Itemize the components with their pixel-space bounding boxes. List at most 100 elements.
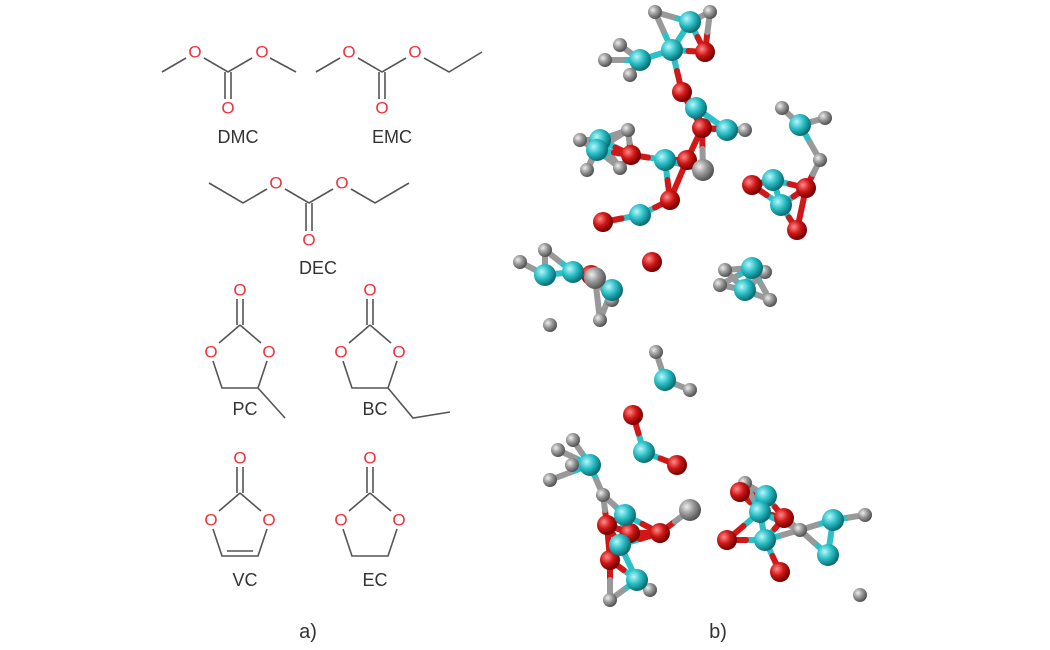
oxygen-atom <box>672 82 692 102</box>
hydrogen-atom <box>648 5 662 19</box>
oxygen-atom: O <box>233 449 246 468</box>
carbon-atom <box>534 264 556 286</box>
molecule-pc: O O O PC <box>204 281 286 419</box>
oxygen-atom: O <box>408 43 421 62</box>
oxygen-atom <box>692 118 712 138</box>
oxygen-atom: O <box>302 231 315 250</box>
oxygen-atom: O <box>262 343 275 362</box>
molecule-dmc: O O O DMC <box>161 43 297 147</box>
carbon-atom <box>654 149 676 171</box>
hydrogen-atom <box>813 153 827 167</box>
carbon-atom <box>601 279 623 301</box>
oxygen-atom <box>730 482 750 502</box>
hydrogen-atom <box>603 593 617 607</box>
oxygen-atom <box>621 145 641 165</box>
molecule-label: DMC <box>218 127 259 147</box>
carbon-atom <box>754 529 776 551</box>
carbon-atom <box>762 169 784 191</box>
carbon-atom <box>822 509 844 531</box>
carbon-atom <box>789 114 811 136</box>
oxygen-atom <box>597 515 617 535</box>
oxygen-atom: O <box>334 343 347 362</box>
hydrogen-atom <box>775 101 789 115</box>
carbon-atom <box>749 501 771 523</box>
oxygen-atom: O <box>342 43 355 62</box>
hydrogen-atom <box>543 318 557 332</box>
oxygen-atom <box>650 523 670 543</box>
oxygen-atom <box>660 190 680 210</box>
hydrogen-atom <box>566 433 580 447</box>
oxygen-atom: O <box>204 511 217 530</box>
hydrogen-atom <box>513 255 527 269</box>
hydrogen-atom <box>853 588 867 602</box>
panel-a-label: a) <box>299 621 317 643</box>
oxygen-atom: O <box>392 511 405 530</box>
oxygen-atom: O <box>363 449 376 468</box>
oxygen-atom <box>593 212 613 232</box>
molecule-label: DEC <box>299 258 337 278</box>
hydrogen-atom <box>580 163 594 177</box>
carbon-atom <box>614 504 636 526</box>
molecule-label: BC <box>362 399 387 419</box>
oxygen-atom: O <box>255 43 268 62</box>
hydrogen-atom <box>538 243 552 257</box>
panel-b-label: b) <box>709 621 727 643</box>
hydrogen-atom <box>763 293 777 307</box>
hydrogen-atom <box>621 123 635 137</box>
oxygen-atom: O <box>221 99 234 118</box>
oxygen-atom: O <box>269 174 282 193</box>
oxygen-atom: O <box>375 99 388 118</box>
oxygen-atom <box>742 175 762 195</box>
oxygen-atom <box>642 252 662 272</box>
molecule-label: VC <box>232 570 257 590</box>
carbon-atom <box>562 261 584 283</box>
hydrogen-atom <box>683 383 697 397</box>
ball-and-stick-models <box>513 5 872 607</box>
oxygen-atom <box>677 150 697 170</box>
carbon-atom <box>629 49 651 71</box>
hydrogen-atom <box>543 473 557 487</box>
oxygen-atom: O <box>335 174 348 193</box>
hydrogen-atom <box>596 488 610 502</box>
oxygen-atom <box>774 508 794 528</box>
molecule-emc: O O O EMC <box>315 43 483 147</box>
oxygen-atom: O <box>188 43 201 62</box>
oxygen-atom <box>695 42 715 62</box>
molecule-vc: O O O VC <box>204 449 275 591</box>
carbon-atom <box>586 139 608 161</box>
carbon-atom <box>626 569 648 591</box>
hydrogen-atom <box>565 458 579 472</box>
hydrogen-atom <box>703 5 717 19</box>
hydrogen-atom <box>713 278 727 292</box>
carbon-atom <box>679 11 701 33</box>
oxygen-atom: O <box>233 281 246 300</box>
central-atom <box>679 499 701 521</box>
molecule-label: PC <box>232 399 257 419</box>
carbon-atom <box>661 39 683 61</box>
oxygen-atom <box>770 562 790 582</box>
oxygen-atom <box>787 220 807 240</box>
hydrogen-atom <box>818 111 832 125</box>
oxygen-atom: O <box>334 511 347 530</box>
hydrogen-atom <box>613 161 627 175</box>
molecule-ec: O O O EC <box>334 449 405 591</box>
hydrogen-atom <box>613 38 627 52</box>
central-atom <box>584 267 606 289</box>
molecule-label: EMC <box>372 127 412 147</box>
carbon-atom <box>579 454 601 476</box>
oxygen-atom: O <box>262 511 275 530</box>
carbon-atom <box>716 119 738 141</box>
oxygen-atom <box>623 405 643 425</box>
oxygen-atom <box>717 530 737 550</box>
carbon-atom <box>609 534 631 556</box>
carbon-atom <box>734 279 756 301</box>
hydrogen-atom <box>593 313 607 327</box>
oxygen-atom: O <box>204 343 217 362</box>
hydrogen-atom <box>858 508 872 522</box>
carbon-atom <box>770 194 792 216</box>
oxygen-atom: O <box>392 343 405 362</box>
carbon-atom <box>633 441 655 463</box>
hydrogen-atom <box>623 68 637 82</box>
oxygen-atom: O <box>363 281 376 300</box>
